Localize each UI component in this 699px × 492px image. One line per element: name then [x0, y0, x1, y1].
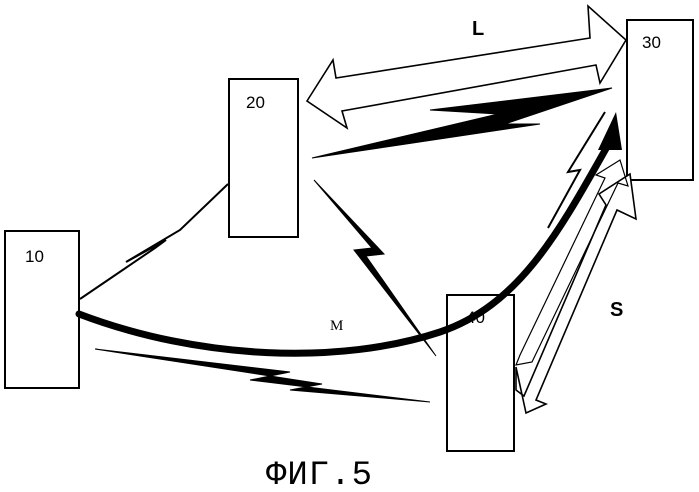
node-30: 30 [627, 20, 693, 180]
node-30-label: 30 [642, 33, 661, 52]
link-10-20 [80, 184, 228, 299]
link-s-label: S [610, 299, 623, 321]
wireless-link-10-40 [95, 349, 430, 402]
link-l-label: L [472, 18, 484, 40]
link-m-curve: M [79, 112, 622, 353]
figure-caption: ФИГ.5 [266, 457, 373, 492]
node-10-label: 10 [25, 247, 44, 266]
link-m-label: M [330, 318, 343, 334]
node-10: 10 [5, 231, 79, 388]
node-20: 20 [229, 79, 298, 237]
node-20-label: 20 [246, 93, 265, 112]
node-40: 40 [447, 295, 514, 451]
